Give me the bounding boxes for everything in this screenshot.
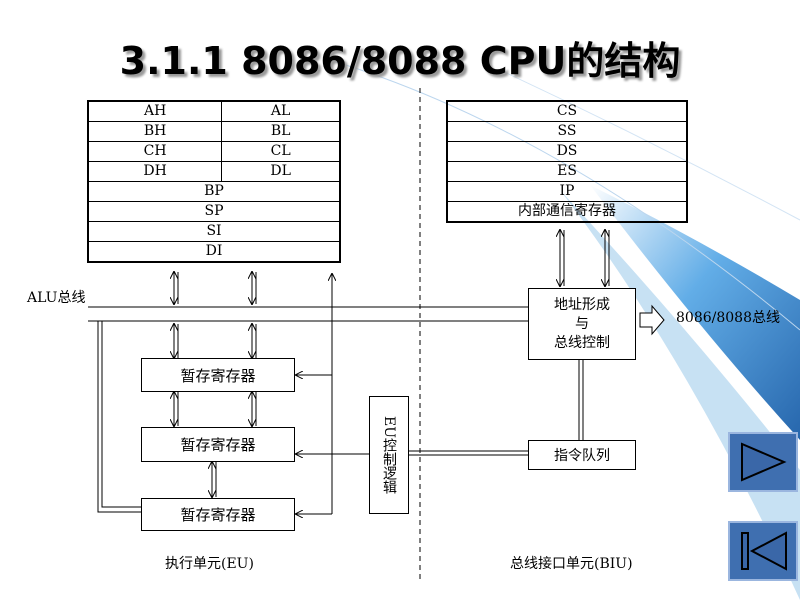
addr-line-2: 与 — [575, 315, 589, 332]
register-row: AH AL — [87, 100, 341, 122]
instruction-queue-box: 指令队列 — [528, 440, 636, 470]
play-triangle-icon — [741, 442, 787, 482]
register-cell: IP — [446, 181, 688, 202]
register-row: CS — [446, 100, 688, 122]
temp-register-2: 暂存寄存器 — [141, 427, 295, 462]
register-cell: CL — [221, 141, 341, 162]
eu-control-logic-box: EU控制逻辑 — [369, 396, 409, 514]
addr-line-1: 地址形成 — [554, 296, 610, 313]
register-cell: BL — [221, 121, 341, 142]
external-bus-label: 8086/8088总线 — [676, 310, 780, 326]
register-row: DS — [446, 141, 688, 162]
register-cell: 内部通信寄存器 — [446, 201, 688, 223]
register-cell: SP — [87, 201, 341, 222]
register-row: 内部通信寄存器 — [446, 201, 688, 223]
register-cell: CS — [446, 100, 688, 122]
page-title: 3.1.1 8086/8088 CPU的结构 — [119, 39, 681, 83]
register-cell: BP — [87, 181, 341, 202]
temp-register-3: 暂存寄存器 — [141, 498, 295, 531]
addr-line-3: 总线控制 — [554, 334, 610, 351]
register-cell: AL — [221, 100, 341, 122]
register-row: SS — [446, 121, 688, 142]
eu-control-label: EU控制逻辑 — [381, 415, 397, 495]
eu-caption: 执行单元(EU) — [165, 556, 254, 572]
register-cell: BH — [87, 121, 223, 142]
register-row: DI — [87, 241, 341, 263]
eu-register-file: AH AL BH BL CH CL DH DL BP SP SI DI — [87, 100, 341, 263]
register-cell: CH — [87, 141, 223, 162]
alu-bus-label: ALU总线 — [27, 290, 86, 306]
register-row: BH BL — [87, 121, 341, 142]
address-bus-control-box: 地址形成 与 总线控制 — [528, 288, 636, 360]
register-row: IP — [446, 181, 688, 202]
biu-caption: 总线接口单元(BIU) — [510, 556, 633, 572]
register-row: BP — [87, 181, 341, 202]
biu-register-file: CS SS DS ES IP 内部通信寄存器 — [446, 100, 688, 223]
next-slide-button[interactable] — [728, 432, 798, 492]
register-row: SP — [87, 201, 341, 222]
register-cell: DS — [446, 141, 688, 162]
register-cell: DI — [87, 241, 341, 263]
register-row: ES — [446, 161, 688, 182]
skip-back-icon — [741, 531, 787, 571]
first-slide-button[interactable] — [728, 521, 798, 581]
register-row: CH CL — [87, 141, 341, 162]
register-cell: AH — [87, 100, 223, 122]
temp-register-1: 暂存寄存器 — [141, 358, 295, 392]
register-row: SI — [87, 221, 341, 242]
register-cell: ES — [446, 161, 688, 182]
register-row: DH DL — [87, 161, 341, 182]
register-cell: SI — [87, 221, 341, 242]
register-cell: DL — [221, 161, 341, 182]
register-cell: SS — [446, 121, 688, 142]
register-cell: DH — [87, 161, 223, 182]
